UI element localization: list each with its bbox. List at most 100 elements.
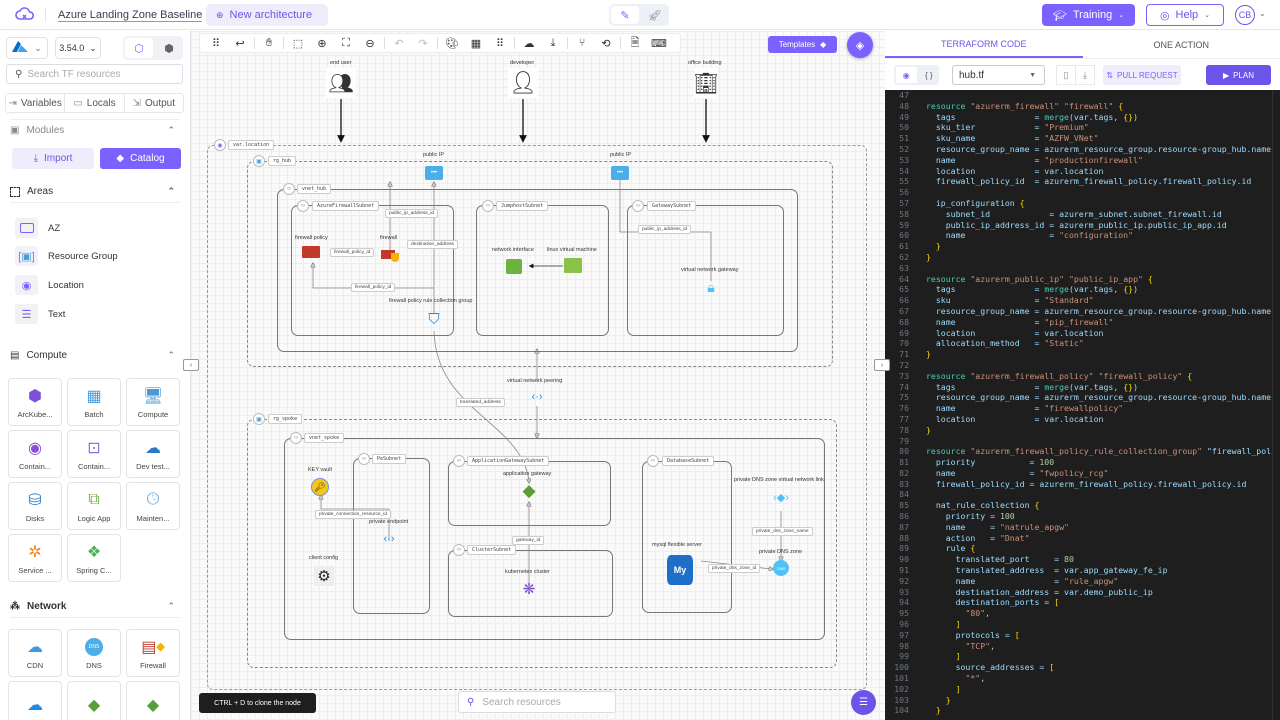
tile-cdn[interactable]: ☁CDN — [8, 629, 62, 677]
firewall-policy-icon[interactable] — [302, 246, 320, 258]
collapse-code-panel-button[interactable]: › — [874, 359, 890, 371]
zoom-out-icon[interactable]: ⊖ — [365, 37, 375, 50]
tile-maintenance[interactable]: 🕓︎Mainten... — [126, 482, 180, 530]
firewall-subnet-tag[interactable]: AzureFirewallSubnet — [312, 201, 380, 211]
vnet-hub-area[interactable] — [277, 189, 798, 352]
vnet-hub-tag[interactable]: vnet_hub — [297, 184, 332, 194]
database-subnet-area[interactable] — [642, 461, 732, 613]
chevron-up-icon[interactable]: ⌃ — [167, 125, 175, 135]
area-item-text[interactable]: ☰ Text — [15, 304, 65, 324]
catalog-button[interactable]: ◆ Catalog — [100, 148, 181, 169]
network-interface-icon[interactable] — [506, 259, 522, 274]
grid-select-icon[interactable]: ⬚ — [292, 37, 304, 50]
developer-icon[interactable]: 👤︎ — [508, 68, 538, 98]
layers-button[interactable]: ◈ — [847, 32, 873, 58]
end-user-icon[interactable]: 👥︎ — [326, 68, 356, 98]
cluster-subnet-area[interactable] — [448, 550, 613, 617]
tile-batch[interactable]: ▦Batch — [67, 378, 121, 426]
tile-service-fabric[interactable]: ✲Service ... — [8, 534, 62, 582]
tab-variables[interactable]: ⇥Variables — [6, 94, 66, 112]
pe-subnet-tag[interactable]: PeSubnet — [372, 454, 407, 464]
shield-icon[interactable]: ⛉ — [428, 310, 440, 328]
undo-icon[interactable]: ↶ — [394, 37, 404, 50]
application-gateway-icon[interactable]: ◆ — [522, 481, 536, 500]
provider-select[interactable]: ⌄ — [6, 37, 48, 59]
gear-icon[interactable]: ⚙ — [314, 566, 334, 586]
new-architecture-tab[interactable]: ⊕ New architecture — [206, 4, 328, 26]
office-building-icon[interactable]: 🏢︎ — [693, 68, 719, 98]
peering-icon[interactable]: ‹·› — [531, 391, 543, 403]
pen-icon[interactable]: ✎ — [611, 6, 639, 24]
tile-logic-app[interactable]: ⧉Logic App — [67, 482, 121, 530]
code-scrollbar[interactable] — [1272, 90, 1280, 720]
tile-load-balancer[interactable]: ◆ — [126, 681, 180, 720]
dns-zone-icon[interactable]: DNS — [773, 560, 789, 576]
database-subnet-tag[interactable]: DatabaseSubnet — [662, 456, 715, 466]
copy-icon[interactable]: ▯ — [1056, 65, 1076, 85]
tile-application-gateway[interactable]: ◆ — [67, 681, 121, 720]
tile-spring-cloud[interactable]: ❖Spring C... — [67, 534, 121, 582]
collapse-sidebar-button[interactable]: ‹ — [183, 359, 199, 371]
cube-outline-icon[interactable]: ⬡ — [125, 38, 153, 58]
tile-dev-test[interactable]: ☁Dev test... — [126, 430, 180, 478]
project-name[interactable]: Azure Landing Zone Baseline — [58, 9, 203, 22]
mysql-icon[interactable]: My — [667, 555, 693, 585]
avatar[interactable]: CB — [1235, 5, 1255, 25]
chevron-up-icon[interactable]: ⌃ — [167, 350, 175, 360]
rg-hub-tag[interactable]: rg_hub — [268, 156, 297, 166]
file-select[interactable]: hub.tf ▼ — [952, 65, 1045, 85]
list-button[interactable]: ☰ — [851, 690, 876, 715]
area-item-location[interactable]: ◉ Location — [15, 275, 84, 295]
braces-icon[interactable]: { } — [924, 70, 933, 80]
dns-link-icon[interactable]: ‹◆› — [773, 491, 789, 504]
hand-icon[interactable]: ✋︎ — [265, 36, 273, 49]
kubernetes-icon[interactable]: ❋ — [522, 581, 536, 598]
tile-container-1[interactable]: ◉Contain... — [8, 430, 62, 478]
tab-terraform-code[interactable]: TERRAFORM CODE — [885, 31, 1083, 58]
plan-button[interactable]: ▶ PLAN — [1206, 65, 1271, 85]
palette-icon[interactable]: 🎨︎ — [445, 37, 459, 50]
modules-header[interactable]: ▣ Modules ⌃ — [10, 125, 175, 136]
key-vault-icon[interactable]: 🔑︎ — [311, 478, 329, 496]
import-button[interactable]: ⤓ Import — [12, 148, 94, 169]
branch-icon[interactable]: ⑂ — [578, 37, 586, 49]
chevron-up-icon[interactable]: ⌃ — [167, 186, 175, 196]
search-resources-input[interactable]: ⚲ Search resources — [458, 691, 616, 713]
gateway-subnet-tag[interactable]: GatewaySubnet — [647, 201, 697, 211]
vnet-spoke-tag[interactable]: vnet_spoke — [304, 433, 345, 443]
location-tag[interactable]: var.location — [228, 140, 275, 150]
gateway-subnet-area[interactable] — [627, 205, 784, 336]
linux-vm-icon[interactable] — [564, 258, 582, 273]
jumphost-subnet-tag[interactable]: JumphostSubnet — [496, 201, 549, 211]
history-icon[interactable]: ⟲ — [601, 37, 611, 50]
rg-spoke-tag[interactable]: rg_spoke — [268, 414, 303, 424]
rg-spoke-area[interactable] — [247, 419, 837, 668]
cube-solid-icon[interactable]: ⬢ — [164, 42, 174, 55]
jumphost-subnet-area[interactable] — [476, 205, 609, 336]
network-header[interactable]: ⁂ Network ⌃ — [10, 601, 175, 612]
tile-firewall[interactable]: ▤◆Firewall — [126, 629, 180, 677]
rocket-icon[interactable]: 🚀︎ — [648, 9, 662, 22]
location-area[interactable] — [207, 145, 867, 690]
dots-grid-icon[interactable]: ⠿ — [495, 37, 505, 50]
download-icon[interactable]: ⤓ — [550, 36, 556, 49]
private-endpoint-icon[interactable]: ‹·› — [383, 533, 395, 545]
redo-icon[interactable]: ↷ — [418, 37, 428, 50]
drag-handle-icon[interactable]: ⠿ — [211, 37, 221, 50]
agw-subnet-tag[interactable]: ApplicationGatewaySubnet — [467, 456, 550, 466]
training-button[interactable]: 🎓︎ Training ⌄ — [1042, 4, 1135, 26]
templates-button[interactable]: Templates ◆ — [768, 36, 837, 53]
mode-switch[interactable]: ✎ 🚀︎ — [609, 4, 669, 26]
table-icon[interactable]: ▦ — [470, 37, 482, 50]
zoom-in-icon[interactable]: ⊕ — [317, 37, 327, 50]
tile-disks[interactable]: ⛁Disks — [8, 482, 62, 530]
tile-front-door[interactable]: ☁ — [8, 681, 62, 720]
fit-screen-icon[interactable]: ⛶ — [342, 36, 350, 49]
search-tf-resources-input[interactable]: ⚲ Search TF resources — [6, 64, 183, 84]
return-icon[interactable]: ↩ — [235, 37, 245, 50]
chevron-up-icon[interactable]: ⌃ — [167, 601, 175, 611]
download-icon[interactable]: ⤓ — [1075, 65, 1095, 85]
tile-arc-kubernetes[interactable]: ⬢ArcKube... — [8, 378, 62, 426]
